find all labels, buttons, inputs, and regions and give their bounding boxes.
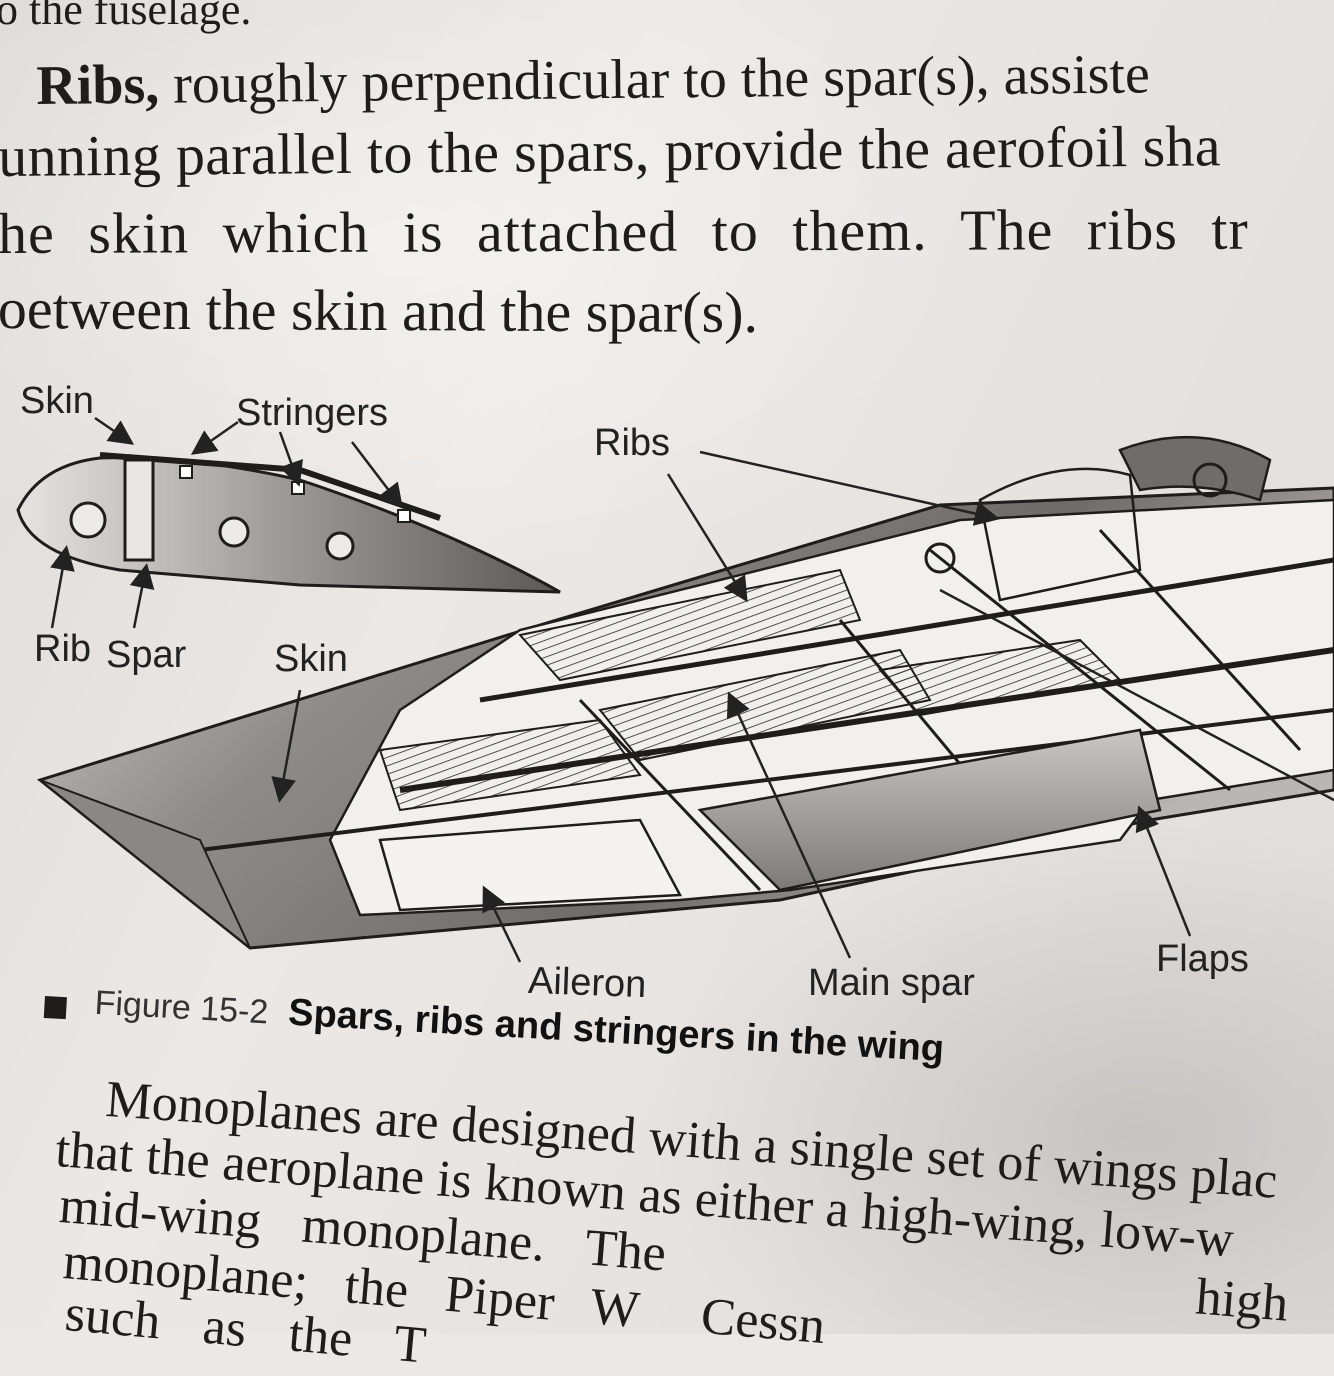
label-skin-wing: Skin [274, 638, 348, 681]
text-line-mid-wing-end: high [1194, 1267, 1291, 1333]
wing-figure: Skin Stringers Ribs Rib Spar Skin Ailero… [0, 370, 1334, 1050]
text-line-between-skin: oetween the skin and the spar(s). [0, 280, 758, 342]
term-ribs: Ribs, [36, 54, 160, 117]
text-line-fuselage: o the fuselage. [0, 0, 251, 32]
aerofoil-section [18, 455, 560, 592]
text-line-ribs-rest: roughly perpendicular to the spar(s), as… [159, 43, 1150, 115]
label-ribs: Ribs [594, 422, 670, 465]
label-stringers: Stringers [236, 392, 388, 435]
label-rib: Rib [34, 628, 91, 671]
label-aileron: Aileron [527, 960, 647, 1007]
text-line-ribs: Ribs, roughly perpendicular to the spar(… [36, 46, 1150, 114]
label-flaps: Flaps [1156, 938, 1249, 981]
label-skin-top: Skin [20, 380, 94, 423]
text-line-parallel: unning parallel to the spars, provide th… [0, 117, 1221, 186]
label-main-spar: Main spar [808, 962, 975, 1005]
text-line-cessna: Cessn [699, 1287, 828, 1356]
wing-structure-illustration [0, 370, 1334, 1050]
caption-figure-number: Figure 15-2 [94, 984, 270, 1032]
label-spar: Spar [106, 634, 186, 677]
text-line-skin-attached: he skin which is attached to them. The r… [0, 201, 1249, 263]
caption-bullet [44, 996, 67, 1019]
